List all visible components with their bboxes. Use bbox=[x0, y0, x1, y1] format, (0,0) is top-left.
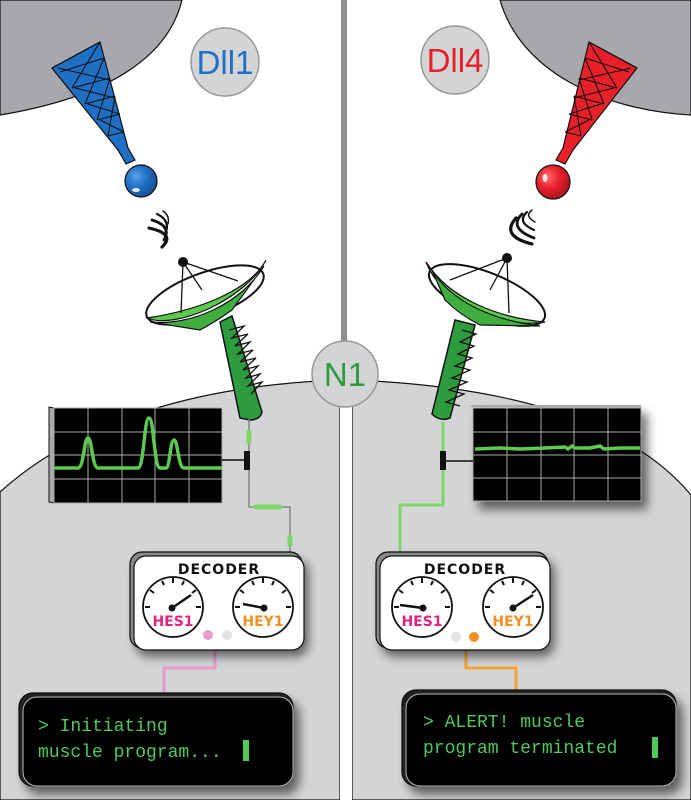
decoder-right: DECODER HES1 HEY1 bbox=[375, 551, 551, 651]
n1-label: N1 bbox=[324, 356, 366, 393]
n1-dish-right-icon bbox=[425, 253, 547, 421]
gauge-hes1-right: HES1 bbox=[391, 576, 453, 638]
decoder-left: DECODER HES1 HEY1 bbox=[129, 551, 305, 651]
terminal-left-cursor bbox=[243, 740, 249, 761]
wire-right-output bbox=[464, 640, 518, 695]
gauge-hey1-right: HEY1 bbox=[482, 576, 544, 638]
oscilloscope-left-trace bbox=[54, 416, 222, 470]
indicator-hey1-right bbox=[469, 632, 479, 642]
dll1-label: Dll1 bbox=[197, 44, 254, 81]
terminal-right-line2: program terminated bbox=[423, 739, 617, 759]
indicator-hes1-left bbox=[203, 630, 213, 640]
gauge-hes1-left-label: HES1 bbox=[152, 614, 193, 630]
gauge-hes1-right-label: HES1 bbox=[401, 614, 442, 630]
gauge-hey1-left-label: HEY1 bbox=[242, 614, 283, 630]
panel-divider bbox=[341, 0, 347, 350]
oscilloscope-left bbox=[48, 406, 250, 504]
dll1-badge: Dll1 bbox=[190, 27, 260, 97]
n1-dish-left-icon bbox=[144, 257, 267, 421]
terminal-left-line1: > Initiating bbox=[38, 717, 168, 737]
wire-left-output bbox=[162, 640, 217, 695]
oscilloscope-right-trace bbox=[474, 443, 640, 452]
signal-waves-right-icon bbox=[509, 209, 536, 246]
gauge-hey1-right-label: HEY1 bbox=[492, 614, 533, 630]
decoder-left-title: DECODER bbox=[178, 562, 260, 578]
n1-badge: N1 bbox=[311, 340, 379, 408]
dll4-tower-icon bbox=[535, 41, 638, 200]
dll4-badge: Dll4 bbox=[420, 25, 490, 95]
indicator-hes1-right bbox=[451, 632, 461, 642]
dll1-tower-icon bbox=[51, 41, 158, 198]
gauge-hey1-left: HEY1 bbox=[232, 576, 294, 638]
decoder-right-title: DECODER bbox=[424, 562, 506, 578]
indicator-hey1-left bbox=[222, 630, 232, 640]
gauge-hes1-left: HES1 bbox=[142, 576, 204, 638]
terminal-right-line1: > ALERT! muscle bbox=[423, 713, 585, 733]
terminal-right-cursor bbox=[652, 737, 658, 758]
dll4-label: Dll4 bbox=[427, 42, 484, 79]
terminal-right: > ALERT! muscle program terminated bbox=[401, 689, 677, 787]
oscilloscope-right bbox=[469, 405, 642, 502]
terminal-left-line2: muscle program... bbox=[38, 743, 222, 763]
terminal-left: > Initiating muscle program... bbox=[18, 692, 294, 787]
signal-waves-left-icon bbox=[147, 210, 170, 249]
